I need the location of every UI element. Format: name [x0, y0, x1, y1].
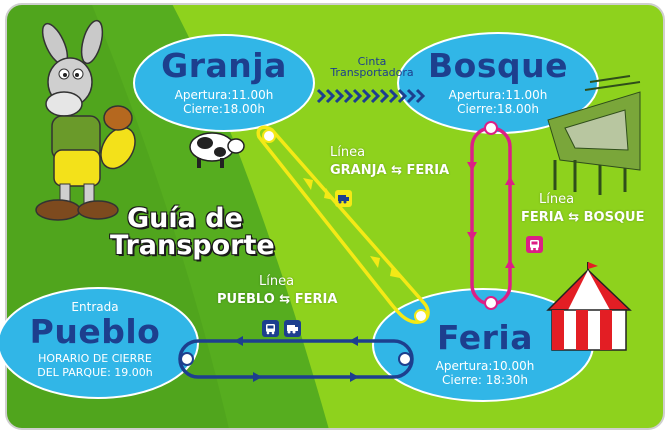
zone-granja-close: Cierre:18.00h [183, 102, 265, 116]
zone-feria-close: Cierre: 18:30h [442, 373, 528, 387]
stop-bosque-magenta[interactable] [484, 121, 498, 135]
guide-title-line1: Guía de [127, 203, 243, 234]
route-pueblo-feria[interactable] [178, 336, 414, 382]
line-granja-feria-to: FERIA [406, 163, 450, 178]
zone-bosque[interactable] [397, 32, 599, 134]
zone-pueblo-name: Pueblo [29, 312, 161, 351]
treetop-walkway-icon [547, 75, 641, 195]
line-granja-feria-from: GRANJA [330, 163, 387, 178]
line-pueblo-feria-label: Línea PUEBLO ⇆ FERIA [217, 273, 337, 309]
line-feria-bosque-to: BOSQUE [583, 210, 645, 225]
zone-pueblo-entrance: Entrada [71, 300, 119, 314]
zone-feria-open: Apertura:10.00h [435, 359, 535, 373]
conveyor-belt [316, 88, 426, 104]
line-pueblo-feria-title: Línea [259, 274, 295, 289]
route-granja-feria[interactable] [256, 125, 430, 324]
route-feria-bosque[interactable] [467, 121, 515, 310]
zone-pueblo[interactable] [0, 287, 199, 399]
line-pueblo-feria-to: FERIA [294, 292, 338, 307]
donkey-mascot-icon [35, 19, 136, 221]
zone-feria-name: Feria [437, 318, 533, 357]
train-icon [284, 320, 301, 337]
train-icon [335, 190, 352, 207]
zone-bosque-close: Cierre:18.00h [457, 102, 539, 116]
conveyor-label-line2: Transportadora [330, 66, 414, 79]
conveyor-label-line1: Cinta [357, 55, 387, 68]
stop-feria-yellow[interactable] [414, 309, 428, 323]
line-feria-bosque-title: Línea [539, 192, 575, 207]
stop-feria-navy[interactable] [398, 352, 412, 366]
stop-pueblo-navy[interactable] [180, 352, 194, 366]
guide-title: Guía de Transporte [110, 205, 275, 259]
line-granja-feria-label: Línea GRANJA ⇆ FERIA [330, 144, 449, 180]
bidirectional-arrow-icon: ⇆ [568, 210, 580, 225]
bidirectional-arrow-icon: ⇆ [279, 292, 291, 307]
guide-title-line2: Transporte [110, 230, 275, 261]
line-feria-bosque-from: FERIA [521, 210, 564, 225]
circus-tent-icon [546, 262, 632, 351]
stop-feria-magenta[interactable] [484, 296, 498, 310]
zone-granja[interactable] [133, 34, 315, 132]
zone-feria-label: Feria Apertura:10.00h Cierre: 18:30h [430, 318, 540, 387]
zone-bosque-name: Bosque [428, 46, 568, 85]
conveyor-label: Cinta Transportadora [318, 56, 426, 78]
line-pueblo-feria-from: PUEBLO [217, 292, 275, 307]
zone-pueblo-hours-line2: DEL PARQUE: 19.00h [37, 366, 153, 379]
stop-granja-yellow[interactable] [262, 129, 276, 143]
zone-bosque-label: Bosque Apertura:11.00h Cierre:18.00h [428, 46, 568, 116]
zone-granja-label: Granja Apertura:11.00h Cierre:18.00h [160, 46, 288, 116]
zone-granja-name: Granja [161, 46, 287, 85]
line-granja-feria-title: Línea [330, 145, 366, 160]
bidirectional-arrow-icon: ⇆ [391, 163, 402, 178]
zone-pueblo-hours-line1: HORARIO DE CIERRE [38, 352, 152, 365]
zone-pueblo-label: Entrada Pueblo HORARIO DE CIERRE DEL PAR… [20, 300, 170, 380]
cow-icon [189, 132, 245, 168]
zone-granja-open: Apertura:11.00h [174, 88, 274, 102]
line-feria-bosque-label: Línea FERIA ⇆ BOSQUE [521, 191, 644, 227]
bus-icon [526, 236, 543, 253]
bus-icon [262, 320, 279, 337]
zone-bosque-open: Apertura:11.00h [448, 88, 548, 102]
